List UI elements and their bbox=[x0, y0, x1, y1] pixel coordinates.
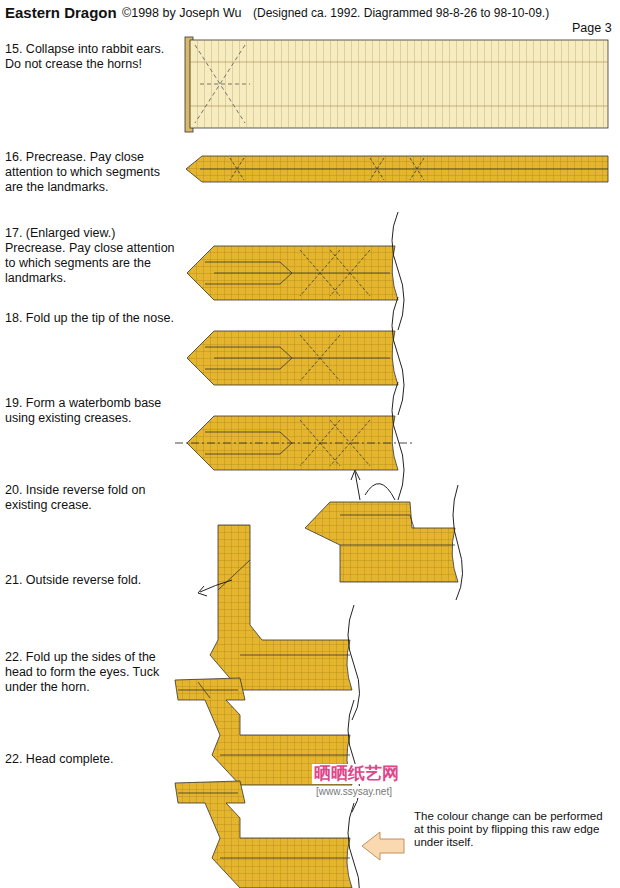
copyright-note: ©1998 by Joseph Wu bbox=[122, 6, 241, 21]
page-title: Eastern Dragon bbox=[5, 4, 117, 22]
step-instruction: 22. Head complete. bbox=[5, 752, 177, 767]
date-note: (Designed ca. 1992. Diagrammed 98-8-26 t… bbox=[253, 6, 549, 21]
step-instruction: 22. Fold up the sides of the head to for… bbox=[5, 650, 177, 695]
step-instruction: 18. Fold up the tip of the nose. bbox=[5, 311, 177, 326]
watermark: 晒晒纸艺网 bbox=[312, 764, 401, 784]
step-instruction: 21. Outside reverse fold. bbox=[5, 573, 177, 588]
step-instruction: 19. Form a waterbomb base using existing… bbox=[5, 396, 177, 426]
step-instruction: 20. Inside reverse fold on existing crea… bbox=[5, 483, 177, 513]
step-instruction: 15. Collapse into rabbit ears. Do not cr… bbox=[5, 42, 177, 72]
step-instruction: 17. (Enlarged view.) Precrease. Pay clos… bbox=[5, 226, 177, 286]
step-instruction: 16. Precrease. Pay close attention to wh… bbox=[5, 150, 177, 195]
watermark-url: [www.ssysay.net] bbox=[314, 786, 394, 798]
colour-change-note: The colour change can be performed at th… bbox=[414, 810, 614, 849]
page-number: Page 3 bbox=[572, 21, 612, 36]
